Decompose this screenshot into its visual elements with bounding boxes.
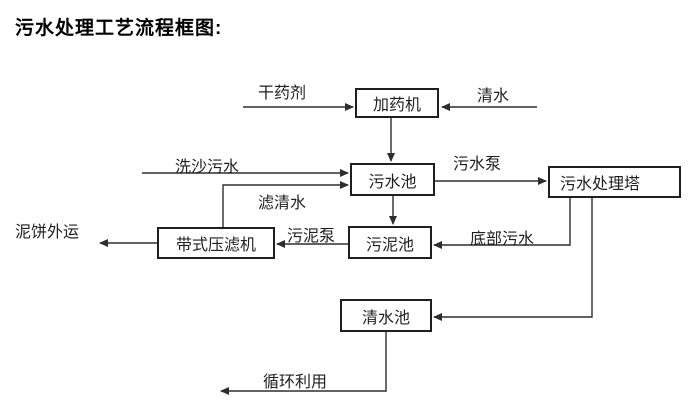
node-treatment-tower: 污水处理塔 <box>548 166 681 198</box>
node-treatment-tower-label: 污水处理塔 <box>560 176 641 193</box>
edge-tower-to-clean-water-pool <box>433 198 593 321</box>
node-belt-filter-press: 带式压滤机 <box>157 227 275 259</box>
node-clean-water-pool-label: 清水池 <box>361 309 410 327</box>
edge-tower-bottom-sewage-to-sludge-pool <box>433 198 571 249</box>
flow-label-sludge-pump: 污泥泵 <box>287 228 336 245</box>
node-sludge-pool-label: 污泥池 <box>365 236 414 254</box>
node-clean-water-pool: 清水池 <box>340 299 432 332</box>
flow-label-filtered-water: 滤清水 <box>258 195 307 212</box>
edge-filtered-water-to-sewage-pool <box>222 181 349 227</box>
flow-label-sewage-pump: 污水泵 <box>453 156 502 173</box>
flow-label-bottom-sewage: 底部污水 <box>470 231 535 248</box>
flow-label-recycle-use: 循环利用 <box>263 374 328 391</box>
node-sludge-pool: 污泥池 <box>348 226 432 259</box>
flow-label-mud-cake-out: 泥饼外运 <box>15 224 80 241</box>
node-dosing-machine-label: 加药机 <box>372 97 421 114</box>
node-belt-filter-press-label: 带式压滤机 <box>175 237 256 254</box>
edge-clean-water-pool-to-recycle <box>220 332 387 395</box>
node-sewage-pool: 污水池 <box>350 163 435 196</box>
diagram-title: 污水处理工艺流程框图: <box>15 18 223 39</box>
flow-label-clean-water-in: 清水 <box>477 88 510 105</box>
node-dosing-machine: 加药机 <box>355 88 439 118</box>
node-sewage-pool-label: 污水池 <box>368 173 417 191</box>
flow-label-sand-washing-sewage: 洗沙污水 <box>175 159 240 176</box>
flow-label-dry-agent: 干药剂 <box>258 85 307 102</box>
